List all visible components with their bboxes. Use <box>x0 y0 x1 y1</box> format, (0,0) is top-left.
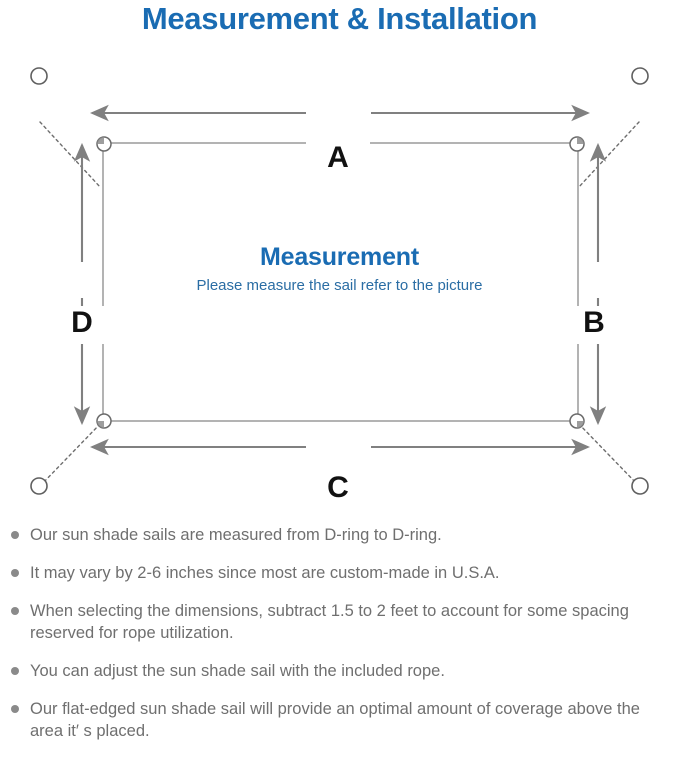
note-text: Our flat-edged sun shade sail will provi… <box>30 700 640 740</box>
bullet-icon <box>11 705 19 713</box>
measurement-diagram: Measurement Please measure the sail refe… <box>0 46 679 516</box>
dimension-arrows <box>73 104 607 456</box>
d-ring-lobe-tl <box>97 137 104 144</box>
d-ring-lobes <box>97 137 584 428</box>
note-item: It may vary by 2-6 inches since most are… <box>0 562 679 584</box>
page-title: Measurement & Installation <box>141 1 538 36</box>
note-item: Our sun shade sails are measured from D-… <box>0 524 679 546</box>
diagram-svg <box>30 67 649 495</box>
shade-sail-rectangle <box>102 142 579 422</box>
note-text: Our sun shade sails are measured from D-… <box>30 526 442 544</box>
rope-top-left <box>39 121 102 189</box>
note-item: You can adjust the sun shade sail with t… <box>0 660 679 682</box>
rope-top-right <box>577 121 640 189</box>
anchor-bottom-right-icon <box>631 477 649 495</box>
dimension-label-d: D <box>58 306 106 344</box>
rope-bottom-left <box>39 422 102 487</box>
rope-lines <box>39 121 640 487</box>
d-ring-lobe-tr <box>577 137 584 144</box>
anchor-top-right-icon <box>631 67 649 85</box>
dimension-label-a: A <box>306 141 370 179</box>
d-ring-lobe-bl <box>97 421 104 428</box>
bullet-icon <box>11 569 19 577</box>
note-text: When selecting the dimensions, subtract … <box>30 602 629 642</box>
note-text: You can adjust the sun shade sail with t… <box>30 662 445 680</box>
bullet-icon <box>11 607 19 615</box>
d-ring-lobe-br <box>577 421 584 428</box>
note-item: When selecting the dimensions, subtract … <box>0 600 679 644</box>
bullet-icon <box>11 667 19 675</box>
anchor-top-left-icon <box>30 67 48 85</box>
anchor-points <box>30 67 649 495</box>
note-item: Our flat-edged sun shade sail will provi… <box>0 698 679 742</box>
rope-bottom-right <box>577 422 640 487</box>
note-text: It may vary by 2-6 inches since most are… <box>30 564 500 582</box>
anchor-bottom-left-icon <box>30 477 48 495</box>
dimension-label-c: C <box>306 471 370 509</box>
dimension-label-b: B <box>570 306 618 344</box>
bullet-icon <box>11 531 19 539</box>
notes-list: Our sun shade sails are measured from D-… <box>0 524 679 758</box>
